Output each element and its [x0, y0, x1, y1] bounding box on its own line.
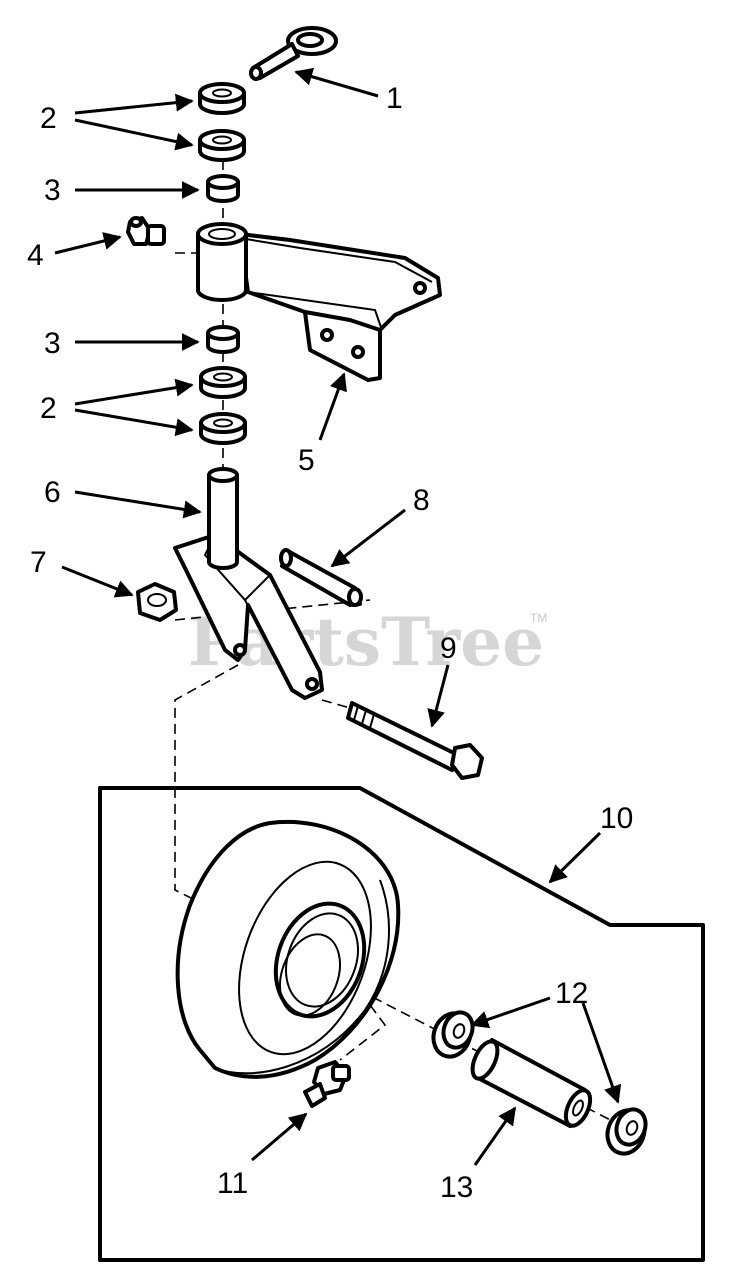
callout-7: 7: [30, 546, 47, 579]
callout-10: 10: [600, 802, 633, 835]
callout-2-lower: 2: [40, 392, 57, 425]
part-12-washer-left: [431, 1010, 475, 1059]
watermark-trademark: TM: [530, 611, 547, 625]
part-3-bushing-upper: [206, 174, 240, 203]
part-6-caster-fork: [173, 467, 324, 700]
part-4-grease-fitting: [126, 216, 166, 246]
part-11-grease-fitting: [303, 1060, 351, 1108]
callout-9: 9: [440, 632, 457, 665]
callout-8: 8: [413, 484, 430, 517]
callout-13: 13: [440, 1171, 473, 1204]
part-2-washer-lower-2: [199, 412, 247, 445]
callout-12: 12: [555, 977, 588, 1010]
callout-5: 5: [298, 444, 315, 477]
part-5-caster-bracket: [196, 222, 442, 382]
callout-1: 1: [386, 82, 403, 115]
part-7-nut: [136, 582, 178, 622]
callout-2-upper: 2: [40, 102, 57, 135]
part-1-pin: [249, 26, 338, 81]
part-2-washer-lower-1: [199, 366, 247, 399]
part-3-bushing-lower: [206, 325, 240, 354]
part-2-washer-upper-1: [198, 82, 246, 115]
callout-3-lower: 3: [44, 327, 61, 360]
wheel: [175, 819, 401, 1079]
part-13-bearing-tube: [470, 1038, 593, 1128]
part-10-kit-outline: [98, 786, 705, 1262]
leader-lines: [54, 67, 622, 1166]
callout-6: 6: [44, 476, 61, 509]
callout-3-upper: 3: [44, 174, 61, 207]
callout-labels: 1 2 3 4 3 2 5 6 7 8 9 10 11 12 13: [27, 82, 633, 1204]
part-12-washer-right: [605, 1107, 648, 1156]
callout-4: 4: [27, 239, 44, 272]
callout-11: 11: [217, 1167, 248, 1200]
part-9-bolt: [346, 701, 484, 780]
part-2-washer-upper-2: [198, 129, 246, 162]
part-8-spacer: [279, 548, 363, 607]
